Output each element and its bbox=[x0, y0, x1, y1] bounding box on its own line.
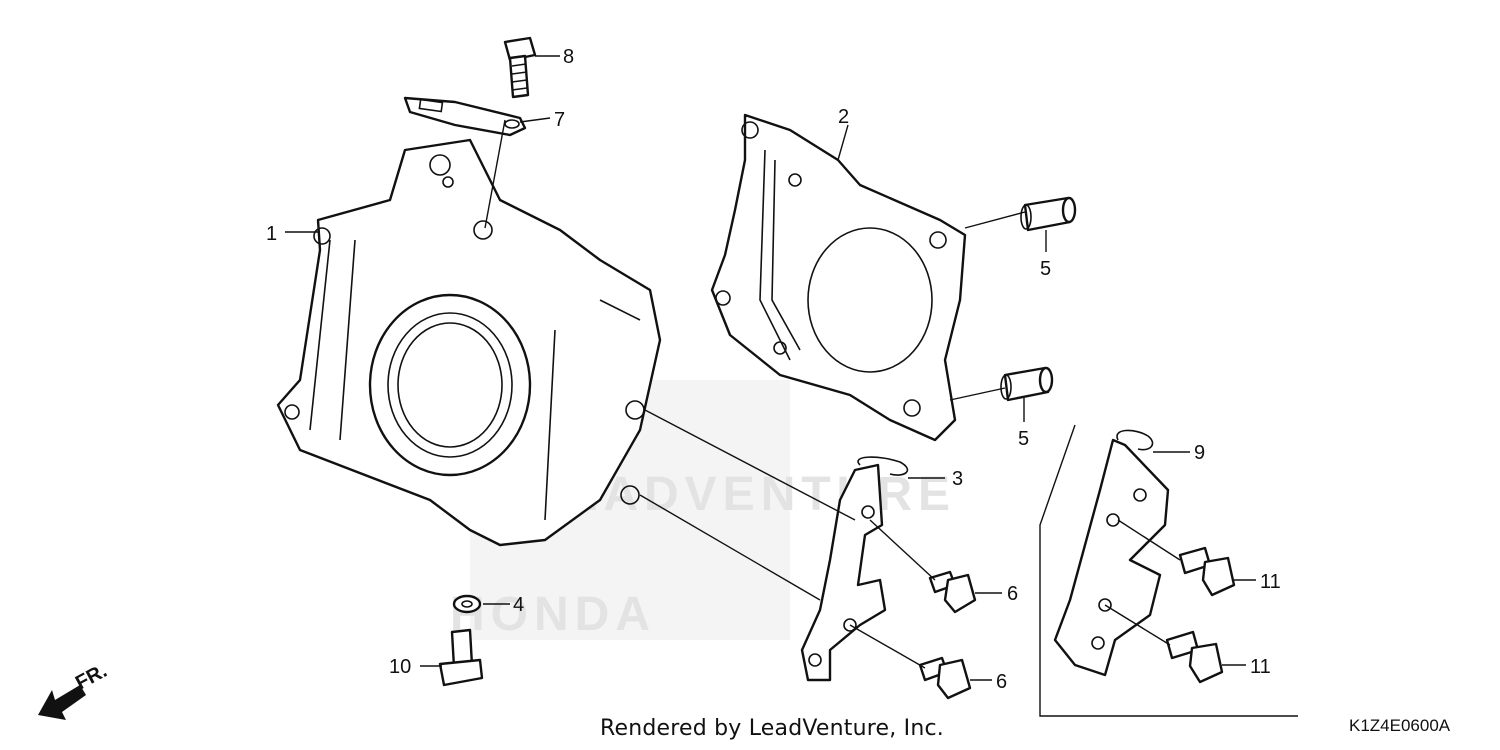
part-plate[interactable] bbox=[403, 96, 527, 137]
callout-6-lower[interactable]: 6 bbox=[996, 671, 1007, 693]
callout-3[interactable]: 3 bbox=[952, 468, 963, 490]
part-gasket[interactable] bbox=[710, 113, 967, 442]
callout-5-lower[interactable]: 5 bbox=[1018, 428, 1029, 450]
callout-4[interactable]: 4 bbox=[513, 594, 524, 616]
part-dowel-pin-upper[interactable] bbox=[1020, 196, 1077, 232]
diagram-code: K1Z4E0600A bbox=[1349, 716, 1451, 735]
footer-credit: Rendered by LeadVenture, Inc. bbox=[600, 716, 944, 741]
callout-11-upper[interactable]: 11 bbox=[1260, 571, 1281, 593]
front-direction-arrow-icon: FR. bbox=[38, 660, 111, 720]
callout-9[interactable]: 9 bbox=[1194, 442, 1205, 464]
callout-1[interactable]: 1 bbox=[266, 223, 277, 245]
inset-box bbox=[1039, 424, 1298, 717]
part-bolt-6-upper[interactable] bbox=[928, 570, 977, 614]
part-bracket-inset[interactable] bbox=[1053, 429, 1170, 677]
part-cylinder[interactable] bbox=[276, 138, 662, 547]
callout-5-upper[interactable]: 5 bbox=[1040, 258, 1051, 280]
callout-10[interactable]: 10 bbox=[389, 656, 411, 678]
part-bolt-top[interactable] bbox=[503, 36, 537, 99]
part-bolt-6-lower[interactable] bbox=[918, 656, 972, 700]
callout-2[interactable]: 2 bbox=[838, 106, 849, 128]
callout-6-upper[interactable]: 6 bbox=[1007, 583, 1018, 605]
callouts: 1 2 3 4 5 5 6 6 7 8 9 10 11 11 bbox=[266, 46, 1281, 693]
part-bolt-10[interactable] bbox=[438, 628, 484, 687]
watermark-bottom-text: HONDA bbox=[450, 588, 656, 641]
part-bolt-11-lower[interactable] bbox=[1165, 630, 1224, 684]
callout-11-lower[interactable]: 11 bbox=[1250, 656, 1271, 678]
callout-8[interactable]: 8 bbox=[563, 46, 574, 68]
leader-lines bbox=[285, 55, 1256, 681]
part-washer[interactable] bbox=[452, 594, 482, 614]
part-bolt-11-upper[interactable] bbox=[1178, 546, 1236, 597]
part-bracket-center[interactable] bbox=[800, 456, 909, 682]
part-dowel-pin-lower[interactable] bbox=[1000, 366, 1054, 402]
callout-7[interactable]: 7 bbox=[554, 109, 565, 131]
